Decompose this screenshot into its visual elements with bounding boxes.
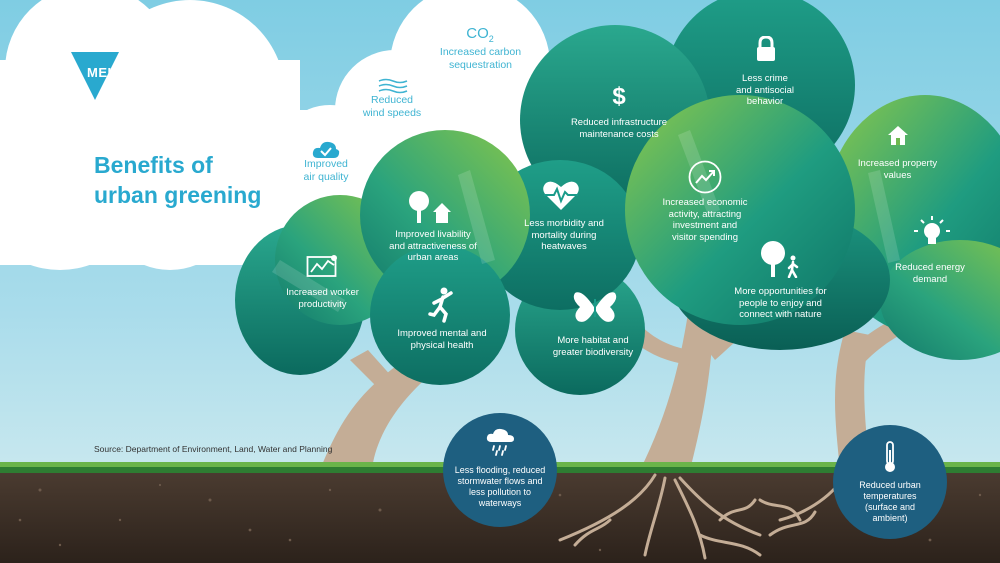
energy-label: Reduced energy demand: [895, 262, 965, 285]
productivity-label: Increased worker productivity: [286, 287, 359, 310]
cloud-check-icon: [312, 141, 340, 158]
padlock-icon: [757, 36, 775, 61]
runner-icon: [428, 287, 453, 323]
morbidity-label: Less morbidity and mortality during heat…: [524, 218, 604, 252]
tree-house-icon: [409, 191, 451, 223]
branch-highlights: [272, 130, 900, 312]
wind-label: Reduced wind speeds: [362, 94, 422, 119]
heartbeat-icon: [543, 181, 579, 210]
mental-health-label: Improved mental and physical health: [397, 328, 487, 351]
svg-text:$: $: [612, 83, 626, 108]
chart-icon: [306, 255, 337, 277]
source-note: Source: Department of Environment, Land,…: [94, 444, 333, 454]
logo-triangle: [71, 52, 119, 100]
soil-speckles: [18, 483, 982, 552]
habitat-label: More habitat and greater biodiversity: [552, 335, 634, 358]
logo-text-melbourne: MELBOURNE: [87, 65, 176, 80]
temperature-badge: [833, 425, 947, 539]
flooding-label: Less flooding, reduced stormwater flows …: [454, 465, 546, 508]
livability-label: Improved livability and attractiveness o…: [389, 229, 477, 263]
page-title: Benefits of urban greening: [94, 152, 262, 208]
nature-label: More opportunities for people to enjoy a…: [734, 286, 827, 320]
butterfly-icon: [573, 292, 617, 322]
tree-canopies: [235, 0, 1000, 395]
trend-chart-icon: [688, 160, 722, 194]
tree-walker-icon: [761, 241, 799, 278]
thermometer-icon: [885, 441, 895, 472]
lightbulb-icon: [914, 216, 950, 244]
co2-label: Increased carbon sequestration: [439, 46, 522, 71]
rain-cloud-icon: [486, 428, 514, 456]
crime-label: Less crime and antisocial behavior: [735, 73, 795, 107]
plan-melbourne-logo: PLAN MELBOURNE 2017–2050: [37, 48, 177, 106]
property-label: Increased property values: [857, 158, 938, 181]
house-icon: [888, 126, 908, 145]
logo-years: 2017–2050: [106, 84, 142, 91]
dollar-icon: $: [612, 83, 626, 108]
cloud-left: [0, 0, 300, 270]
infrastructure-label: Reduced infrastructure maintenance costs: [570, 117, 668, 140]
logo-text-plan: PLAN: [37, 65, 75, 80]
temperature-label: Reduced urban temperatures (surface and …: [859, 480, 921, 523]
wind-icon: [378, 78, 408, 94]
flooding-badge: [443, 413, 557, 527]
co2-symbol: CO2: [466, 25, 494, 44]
air-quality-label: Improved air quality: [303, 158, 349, 183]
economic-label: Increased economic activity, attracting …: [662, 197, 748, 243]
